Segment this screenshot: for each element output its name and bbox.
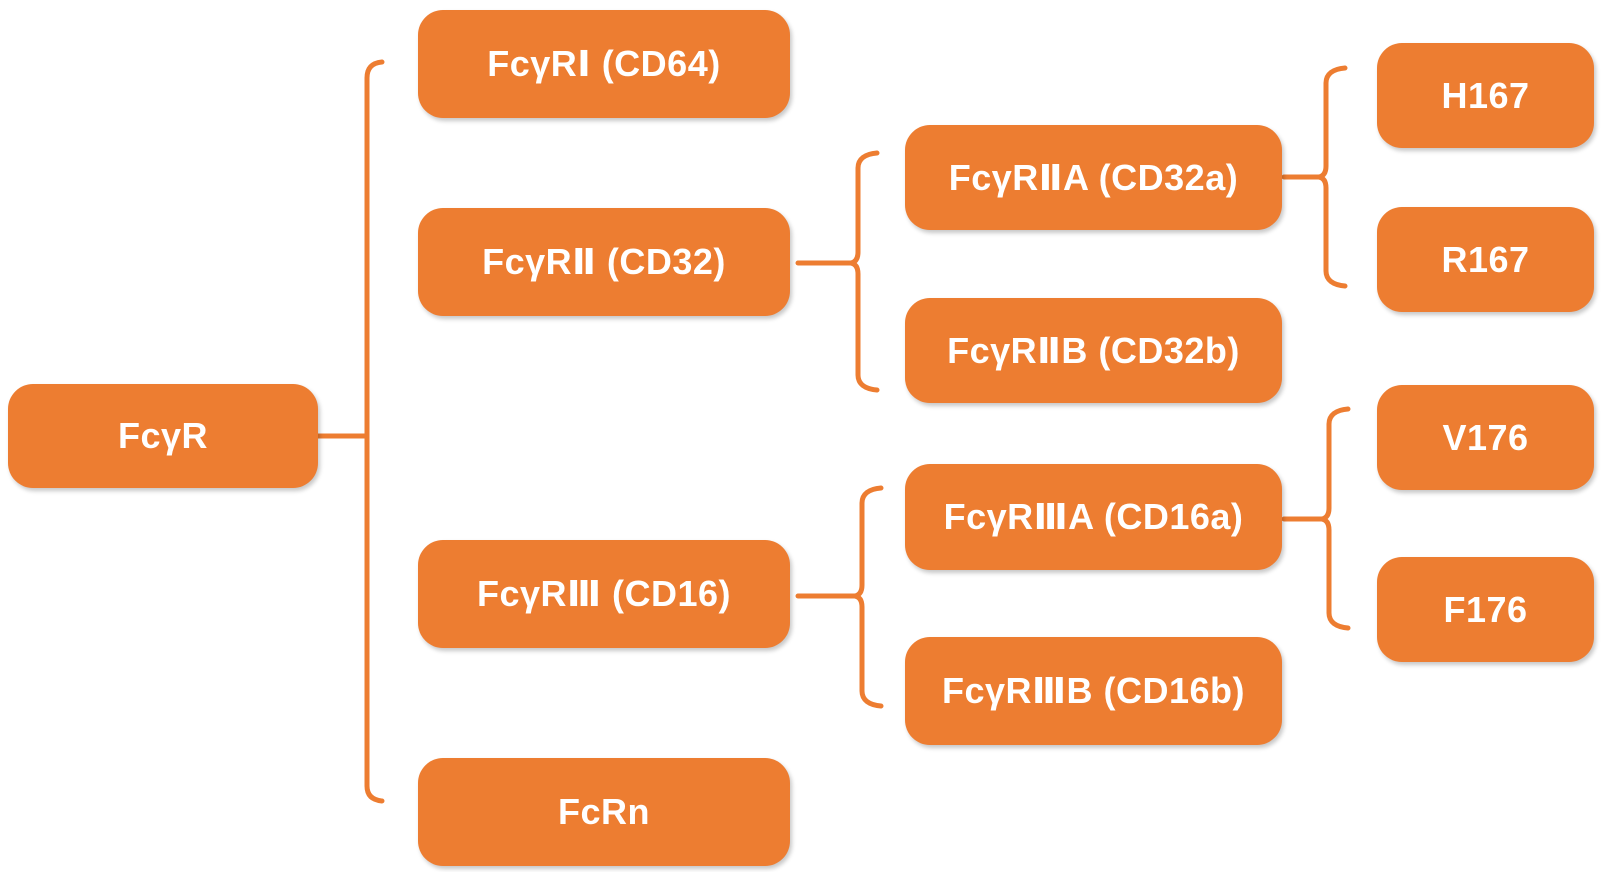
- node-fcgr3-cd16: FcγRⅢ (CD16): [418, 540, 790, 648]
- fcgr2a-brace: [1316, 65, 1348, 289]
- node-fcgr2b-cd32b: FcγRⅡB (CD32b): [905, 298, 1282, 403]
- node-fcrn: FcRn: [418, 758, 790, 866]
- node-label: FcγRⅠ (CD64): [487, 43, 721, 84]
- node-label: FcRn: [558, 791, 650, 832]
- root-bracket: [364, 59, 385, 804]
- node-r167: R167: [1377, 207, 1594, 312]
- fcgr3a-brace: [1319, 406, 1351, 631]
- node-label: FcγRⅢA (CD16a): [943, 496, 1244, 537]
- node-fcgr3a-cd16a: FcγRⅢA (CD16a): [905, 464, 1282, 570]
- node-label: F176: [1443, 588, 1528, 630]
- node-fcgr1-cd64: FcγRⅠ (CD64): [418, 10, 790, 118]
- fcgr3-brace: [852, 485, 884, 709]
- node-v176: V176: [1377, 385, 1594, 490]
- node-label: V176: [1442, 416, 1529, 458]
- node-label: FcγRⅡ (CD32): [482, 241, 726, 282]
- node-label: FcγR: [117, 415, 209, 456]
- node-label: FcγRⅡA (CD32a): [948, 156, 1239, 198]
- node-label: FcγRⅢ (CD16): [476, 573, 732, 614]
- node-label: H167: [1441, 74, 1530, 116]
- node-label: FcγRⅡB (CD32b): [947, 329, 1240, 371]
- node-fcgr: FcγR: [8, 384, 318, 488]
- fcgr2-brace: [848, 150, 880, 393]
- node-fcgr2a-cd32a: FcγRⅡA (CD32a): [905, 125, 1282, 230]
- node-f176: F176: [1377, 557, 1594, 662]
- node-label: FcγRⅢB (CD16b): [941, 670, 1246, 711]
- node-label: R167: [1441, 238, 1530, 280]
- node-fcgr2-cd32: FcγRⅡ (CD32): [418, 208, 790, 316]
- node-fcgr3b-cd16b: FcγRⅢB (CD16b): [905, 637, 1282, 745]
- node-h167: H167: [1377, 43, 1594, 148]
